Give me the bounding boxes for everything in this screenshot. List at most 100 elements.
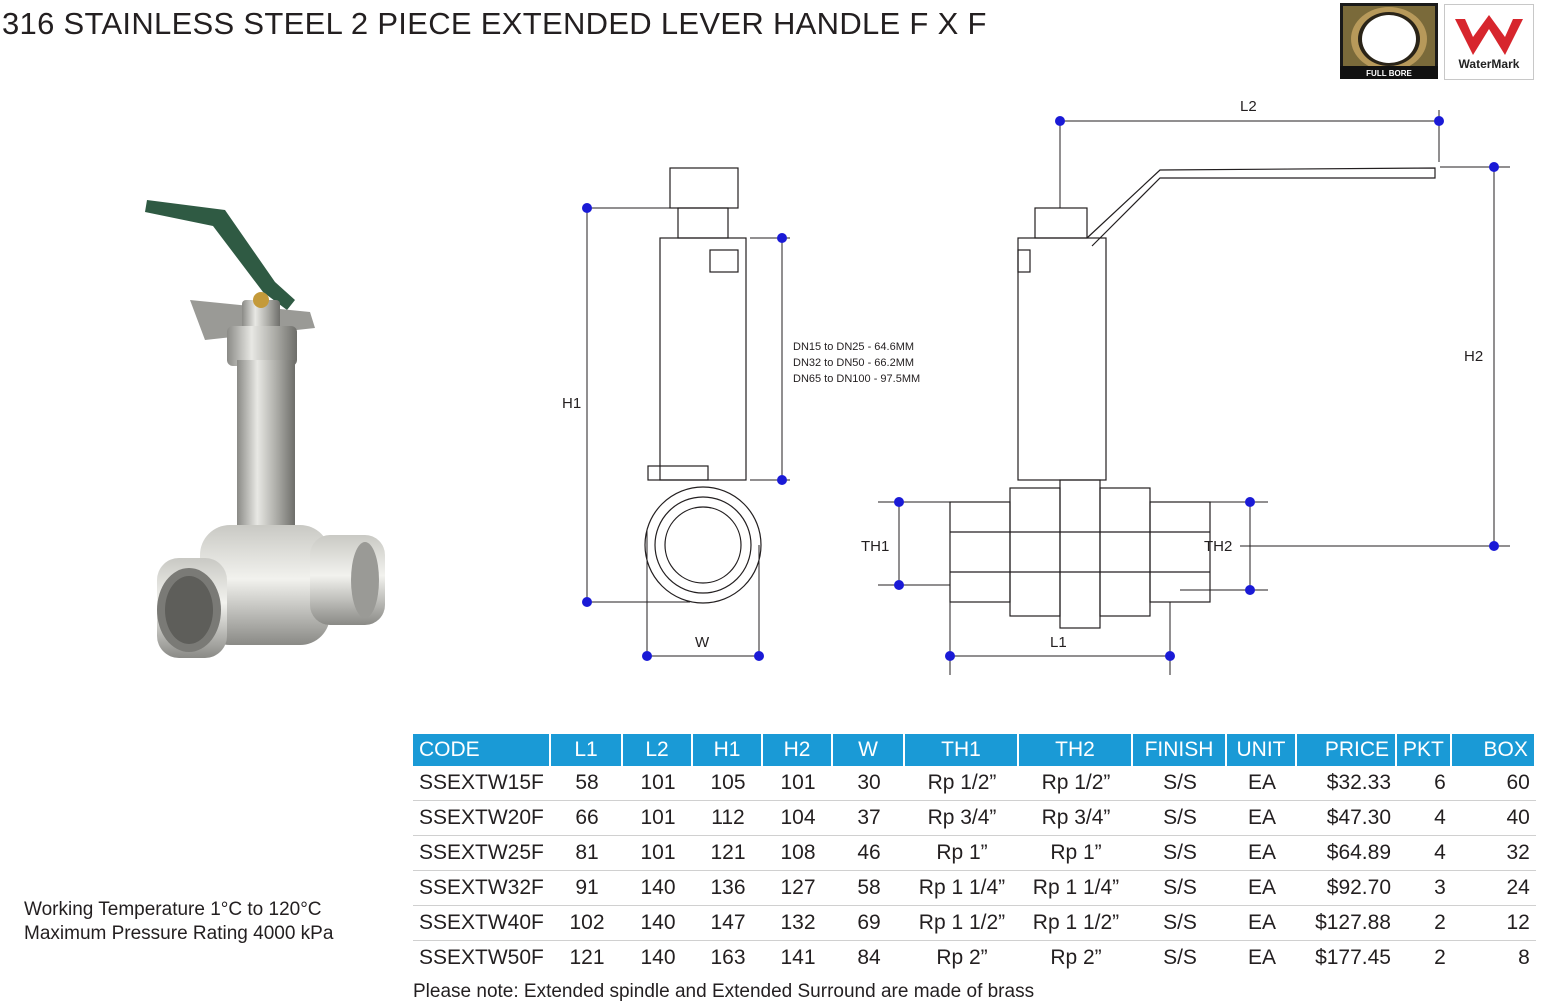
- table-row: SSEXTW15F 58 101 105 101 30 Rp 1/2” Rp 1…: [413, 766, 1536, 801]
- cell-price: $127.88: [1297, 906, 1397, 941]
- cell-l1: 58: [551, 766, 623, 801]
- dimension-note: DN32 to DN50 - 66.2MM: [793, 357, 914, 369]
- cell-th2: Rp 1 1/2”: [1019, 906, 1133, 941]
- cell-price: $64.89: [1297, 836, 1397, 871]
- full-bore-text: FULL BORE: [1366, 69, 1412, 78]
- cell-box: 12: [1451, 906, 1536, 941]
- cell-h1: 112: [693, 801, 763, 836]
- cell-unit: EA: [1227, 836, 1297, 871]
- cell-h1: 136: [693, 871, 763, 906]
- dimension-note: DN15 to DN25 - 64.6MM: [793, 341, 914, 353]
- cell-code: SSEXTW40F: [413, 906, 551, 941]
- cell-unit: EA: [1227, 906, 1297, 941]
- watermark-logo: WaterMark: [1444, 4, 1534, 80]
- cell-th2: Rp 2”: [1050, 946, 1102, 969]
- cell-code: SSEXTW50F: [419, 946, 544, 969]
- cell-w: 30: [833, 766, 905, 801]
- dim-label-th1: TH1: [861, 538, 889, 555]
- cell-l1: 91: [551, 871, 623, 906]
- cell-h2: 141: [780, 946, 816, 969]
- cell-w: 37: [833, 801, 905, 836]
- column-header: FINISH: [1133, 734, 1227, 766]
- column-header: TH2: [1019, 734, 1133, 766]
- cell-finish: S/S: [1133, 836, 1227, 871]
- cell-l1: 81: [551, 836, 623, 871]
- cell-finish: S/S: [1163, 946, 1197, 969]
- cell-price: $92.70: [1297, 871, 1397, 906]
- cell-h1: 121: [693, 836, 763, 871]
- cell-code: SSEXTW15F: [413, 766, 551, 801]
- cell-w: 58: [833, 871, 905, 906]
- cell-th1: Rp 1/2”: [905, 766, 1019, 801]
- cell-code: SSEXTW32F: [413, 871, 551, 906]
- column-header: L2: [623, 734, 693, 766]
- cell-pkt: 6: [1397, 766, 1452, 801]
- dim-label-h1: H1: [562, 395, 581, 412]
- cell-code: SSEXTW25F: [413, 836, 551, 871]
- cell-th2: Rp 1”: [1019, 836, 1133, 871]
- cell-code: SSEXTW20F: [413, 801, 551, 836]
- product-table: CODE L1 L2 H1 H2 W TH1 TH2 FINISH UNIT P…: [413, 734, 1536, 975]
- cell-th2: Rp 1/2”: [1019, 766, 1133, 801]
- cell-h1: 105: [693, 766, 763, 801]
- cell-h2: 104: [763, 801, 833, 836]
- cell-w: 46: [833, 836, 905, 871]
- column-header: H1: [693, 734, 763, 766]
- page-title: 316 STAINLESS STEEL 2 PIECE EXTENDED LEV…: [2, 6, 987, 41]
- cell-l2: 101: [623, 836, 693, 871]
- cell-box: 60: [1451, 766, 1536, 801]
- cell-box: 40: [1451, 801, 1536, 836]
- cell-th2: Rp 3/4”: [1019, 801, 1133, 836]
- dimension-note: DN65 to DN100 - 97.5MM: [793, 373, 920, 385]
- cell-h2: 101: [763, 766, 833, 801]
- cell-l1: 66: [551, 801, 623, 836]
- column-header: H2: [763, 734, 833, 766]
- cell-l2: 140: [640, 946, 676, 969]
- column-header: W: [833, 734, 905, 766]
- table-row: SSEXTW40F 102 140 147 132 69 Rp 1 1/2” R…: [413, 906, 1536, 941]
- cell-price: $177.45: [1315, 946, 1391, 969]
- cell-pkt: 2: [1397, 906, 1452, 941]
- cell-finish: S/S: [1133, 801, 1227, 836]
- dim-label-w: W: [695, 634, 710, 651]
- watermark-text: WaterMark: [1458, 57, 1520, 71]
- cell-unit: EA: [1247, 946, 1276, 969]
- full-bore-logo: FULL BORE: [1340, 3, 1438, 79]
- column-header: BOX: [1451, 734, 1536, 766]
- material-note: Please note: Extended spindle and Extend…: [413, 981, 1035, 1002]
- cell-price: $32.33: [1297, 766, 1397, 801]
- cell-l2: 101: [623, 766, 693, 801]
- cell-l2: 101: [623, 801, 693, 836]
- table-row: SSEXTW20F 66 101 112 104 37 Rp 3/4” Rp 3…: [413, 801, 1536, 836]
- cell-h1: 163: [710, 946, 746, 969]
- cell-l2: 140: [623, 906, 693, 941]
- cell-th2: Rp 1 1/4”: [1019, 871, 1133, 906]
- cell-price: $47.30: [1297, 801, 1397, 836]
- cell-th1: Rp 2”: [936, 946, 988, 969]
- cell-box: 32: [1451, 836, 1536, 871]
- cell-th1: Rp 1 1/4”: [905, 871, 1019, 906]
- cell-box: 24: [1451, 871, 1536, 906]
- column-header: TH1: [905, 734, 1019, 766]
- technical-drawing: H1 H2 L2 L1 W TH1 TH2 DN15 to DN25 - 64.…: [560, 90, 1540, 690]
- cell-unit: EA: [1227, 766, 1297, 801]
- valve-photo: [145, 200, 395, 680]
- cell-th1: Rp 1 1/2”: [905, 906, 1019, 941]
- cell-pkt: 4: [1397, 801, 1452, 836]
- table-row: SSEXTW25F 81 101 121 108 46 Rp 1” Rp 1” …: [413, 836, 1536, 871]
- column-header: L1: [551, 734, 623, 766]
- cell-th1: Rp 3/4”: [905, 801, 1019, 836]
- max-pressure: Maximum Pressure Rating 4000 kPa: [24, 923, 334, 944]
- column-header: PKT: [1397, 734, 1452, 766]
- column-header: UNIT: [1227, 734, 1297, 766]
- cell-pkt: 2: [1434, 946, 1446, 969]
- column-header: CODE: [413, 734, 551, 766]
- cell-h2: 108: [763, 836, 833, 871]
- spec-notes: Working Temperature 1°C to 120°C Maximum…: [24, 898, 333, 946]
- table-row: SSEXTW50F 121 140 163 141 84 Rp 2” Rp 2”…: [413, 941, 1536, 975]
- dim-label-th2: TH2: [1204, 538, 1232, 555]
- table-row: SSEXTW32F 91 140 136 127 58 Rp 1 1/4” Rp…: [413, 871, 1536, 906]
- cell-box: 8: [1518, 946, 1530, 969]
- cell-th1: Rp 1”: [905, 836, 1019, 871]
- cell-l1: 121: [569, 946, 605, 969]
